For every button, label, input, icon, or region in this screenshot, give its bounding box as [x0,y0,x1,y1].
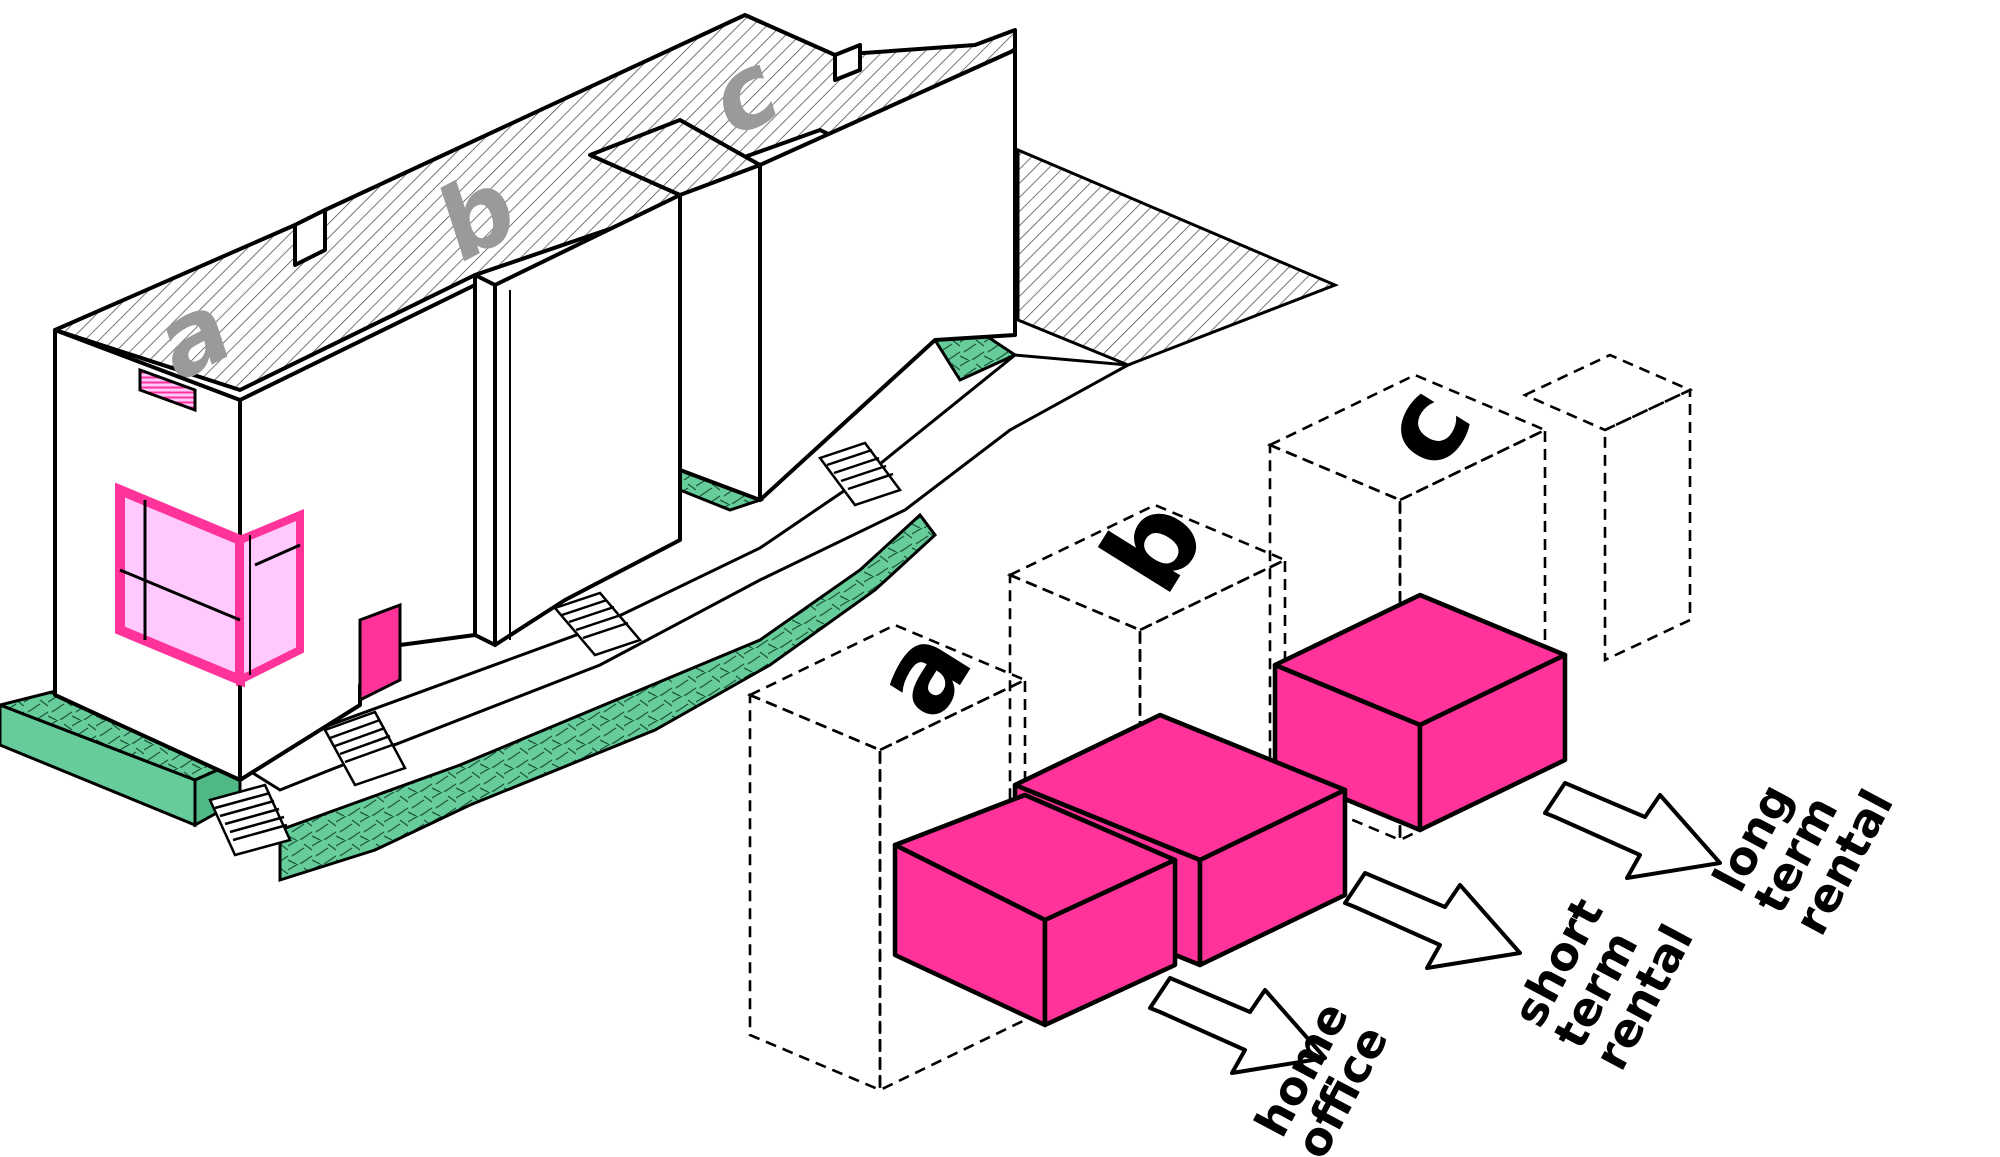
unit-c-roofcap [588,118,762,197]
module-label-b: b [1078,477,1231,614]
arrow-c-icon [1543,781,1722,880]
unit-b-front [473,273,497,647]
back-courtyard [1016,147,1339,367]
module-a-solid [892,792,1178,1028]
use-label-c: long term rental [1702,775,1904,943]
roof-parapet-notch-2 [833,43,862,82]
unit-c-side [758,48,1017,502]
arrow-b-icon [1343,871,1522,970]
unit-b-side [493,193,682,647]
building-axonometric: a b c [0,13,1339,883]
stairs-a [208,710,407,857]
stairs-b [552,591,643,657]
roof-parapet-notch-1 [293,208,327,267]
module-label-a: a [848,606,998,739]
unit-a-roof-notch [138,367,197,413]
module-c-solid [1272,592,1568,833]
entry-door [358,602,402,703]
arrow-a-icon [1148,976,1327,1075]
module-a-wireframe [746,623,1029,1093]
module-label-c: c [1353,364,1498,489]
use-label-b: short term rental [1502,889,1704,1078]
bay-window [115,482,304,688]
stairs-c [817,441,903,507]
sidewalk-green-strip [278,512,938,883]
